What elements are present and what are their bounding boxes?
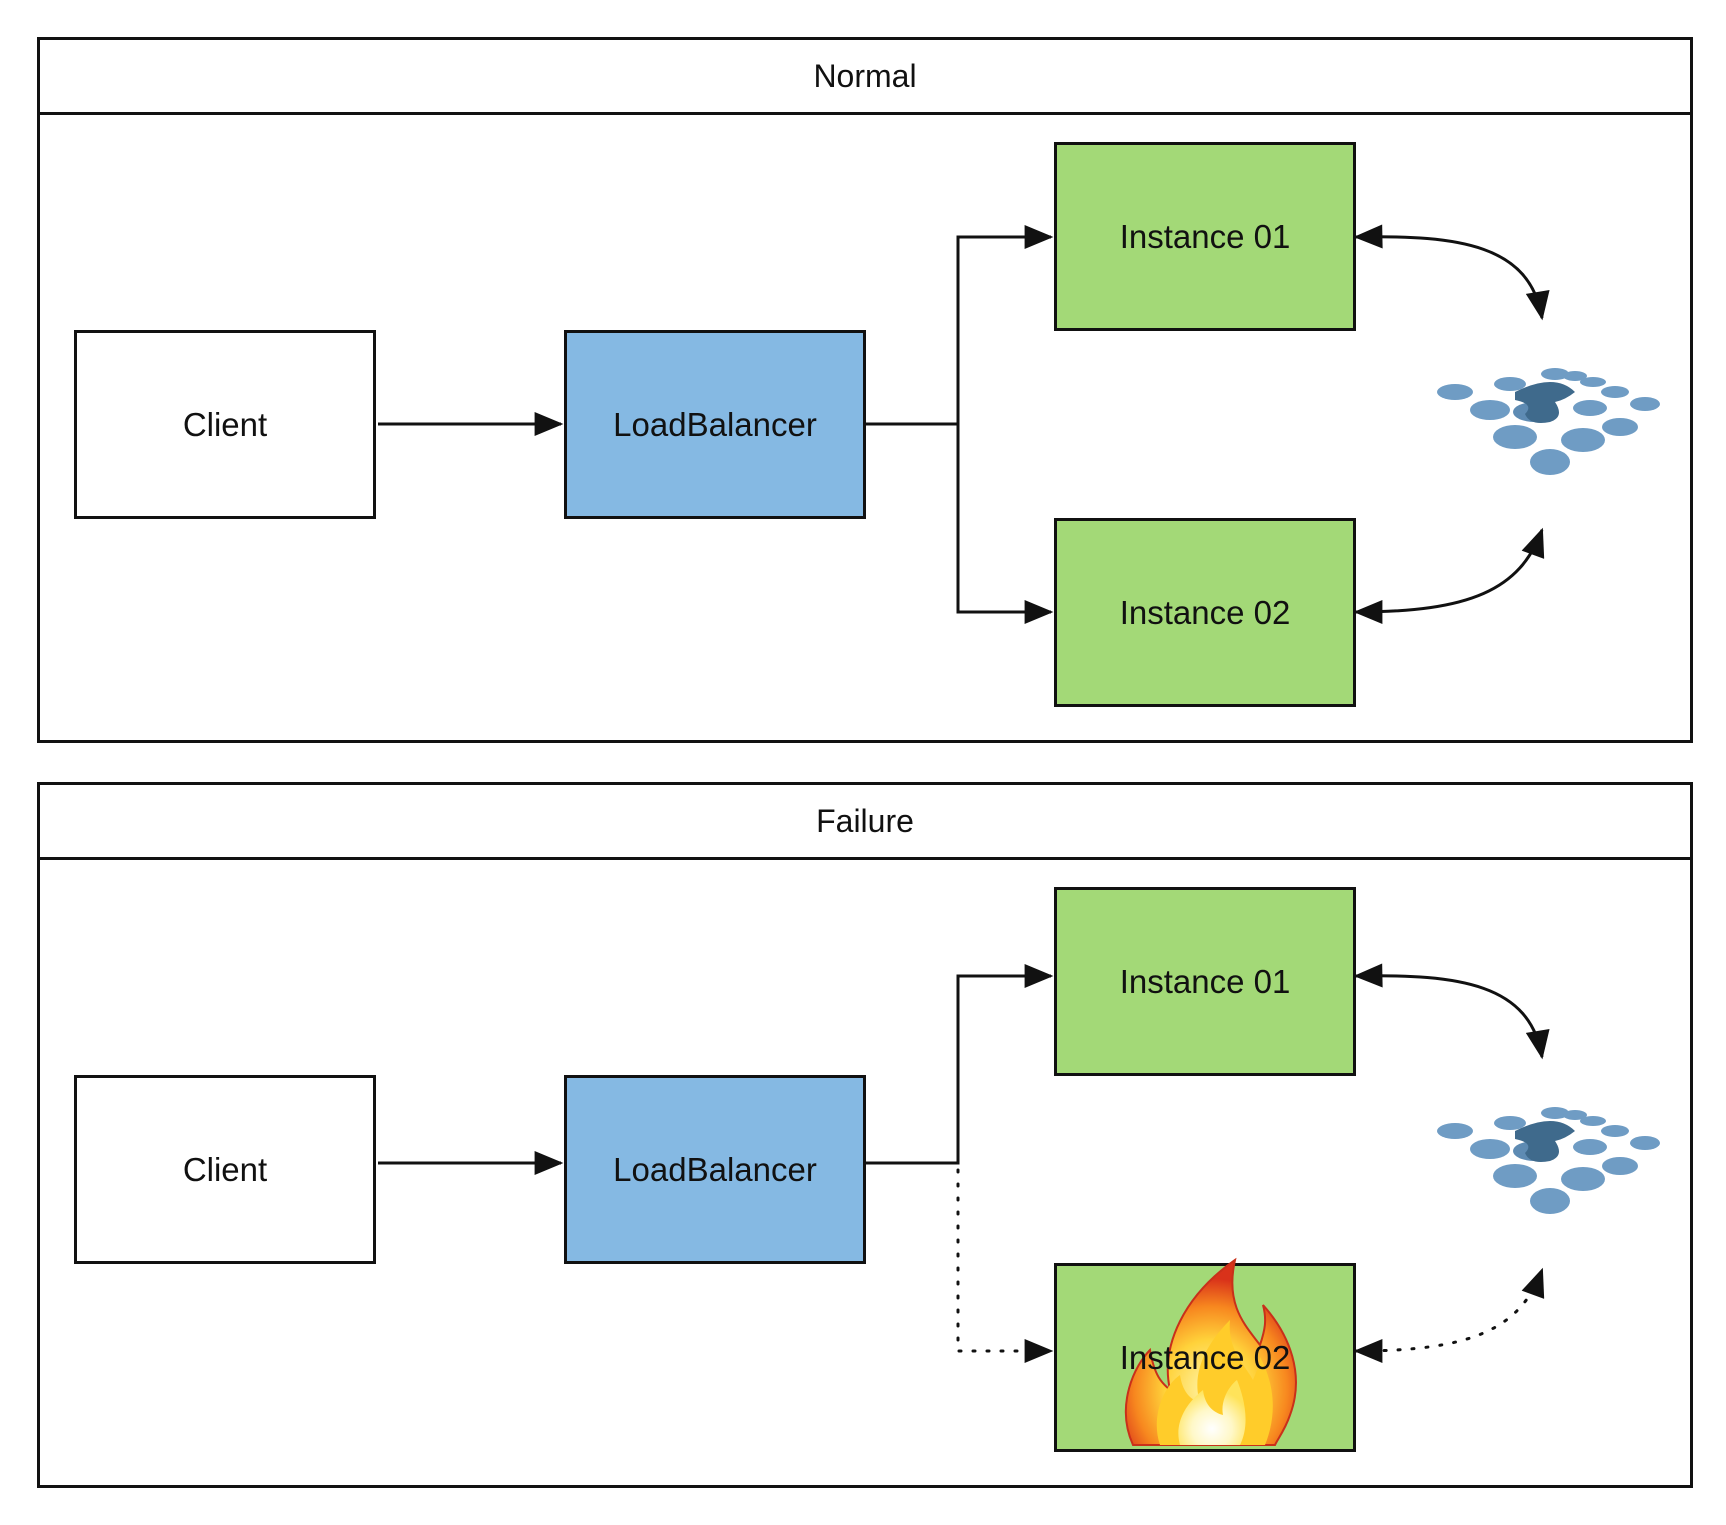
load-balancer-node: LoadBalancer	[564, 1075, 866, 1264]
failure-panel: Failure Client LoadBalancer Instance 01 …	[37, 782, 1693, 1488]
instance-02-node-failed: Instance 02	[1054, 1263, 1356, 1452]
panel-title-normal: Normal	[40, 40, 1690, 115]
client-node: Client	[74, 330, 376, 519]
load-balancer-label: LoadBalancer	[613, 405, 817, 443]
instance-02-node: Instance 02	[1054, 518, 1356, 707]
instance-01-node: Instance 01	[1054, 142, 1356, 331]
panel-title-failure: Failure	[40, 785, 1690, 860]
instance-02-label: Instance 02	[1119, 593, 1291, 631]
instance-02-label: Instance 02	[1119, 1338, 1291, 1376]
instance-01-label: Instance 01	[1119, 962, 1291, 1000]
normal-panel: Normal Client LoadBalancer Instance 01 I…	[37, 37, 1693, 743]
client-label: Client	[182, 1150, 268, 1188]
load-balancer-label: LoadBalancer	[613, 1150, 817, 1188]
client-node: Client	[74, 1075, 376, 1264]
client-label: Client	[182, 405, 268, 443]
instance-01-node: Instance 01	[1054, 887, 1356, 1076]
load-balancer-node: LoadBalancer	[564, 330, 866, 519]
instance-01-label: Instance 01	[1119, 217, 1291, 255]
